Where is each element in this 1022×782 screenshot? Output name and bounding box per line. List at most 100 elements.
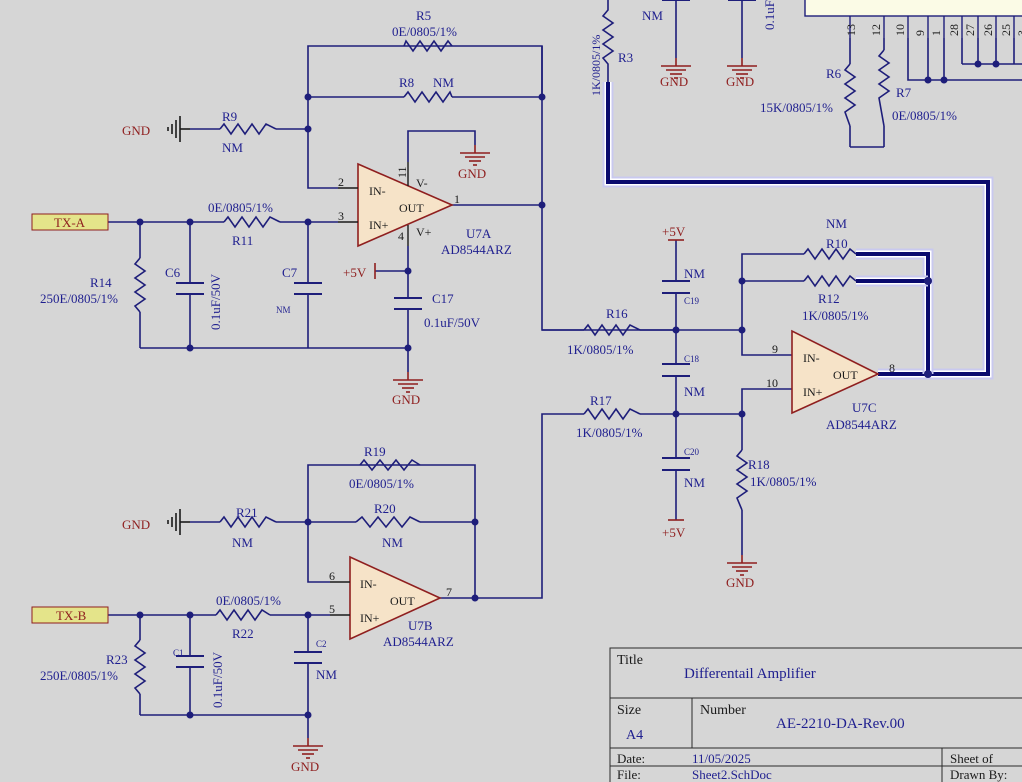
- u7a-ref: U7A: [466, 226, 492, 241]
- u7c-pin10: 10: [766, 376, 778, 390]
- u7c-value: AD8544ARZ: [826, 417, 897, 432]
- date-label: Date:: [617, 751, 645, 766]
- gnd-symbol-c17: [392, 371, 424, 393]
- gnd-label-r18: GND: [726, 575, 754, 590]
- c6-value: 0.1uF/50V: [208, 273, 223, 330]
- capacitors: [176, 0, 756, 668]
- conn-pin-label: 3: [1015, 30, 1022, 36]
- u7b-pin7: 7: [446, 585, 452, 599]
- port-txb[interactable]: [31, 606, 109, 624]
- r11-ref: R11: [232, 233, 253, 248]
- r12-value: 1K/0805/1%: [802, 308, 869, 323]
- c19-ref: C19: [684, 296, 700, 306]
- conn-pin-label: 25: [999, 24, 1013, 36]
- r7-body: [877, 49, 891, 127]
- c19-value: NM: [684, 266, 705, 281]
- junctions: [136, 60, 1000, 719]
- c6-ref: C6: [165, 265, 181, 280]
- r5-value: 0E/0805/1%: [392, 24, 457, 39]
- port-txa[interactable]: [31, 213, 109, 231]
- r9-body: [219, 122, 277, 136]
- size-label: Size: [617, 703, 641, 718]
- r17-body: [583, 407, 641, 421]
- file-label: File:: [617, 767, 641, 782]
- c17-ref: C17: [432, 291, 454, 306]
- conn-pin-label: 28: [947, 24, 961, 36]
- r11-body: [223, 215, 281, 229]
- r7-ref: R7: [896, 85, 912, 100]
- resistors: [133, 0, 891, 695]
- u7b-pin-out: OUT: [390, 594, 415, 608]
- u7a-pin-inp: IN+: [369, 218, 389, 232]
- r14-ref: R14: [90, 275, 112, 290]
- r14-value: 250E/0805/1%: [40, 291, 118, 306]
- u7c-pin9: 9: [772, 342, 778, 356]
- r6-value: 15K/0805/1%: [760, 100, 833, 115]
- gnd-label-bottom: GND: [291, 759, 319, 774]
- date-value: 11/05/2025: [692, 751, 751, 766]
- r10-body: [803, 247, 857, 261]
- c17-value: 0.1uF/50V: [424, 315, 481, 330]
- r8-body: [403, 90, 453, 104]
- connector-pins: 1091282726253: [893, 24, 1022, 36]
- u7a-pin4: 4: [398, 229, 404, 243]
- conn-pin-label: 1: [929, 30, 943, 36]
- r21-value: NM: [232, 535, 253, 550]
- c7-value: NM: [276, 305, 291, 315]
- opamp-u7a[interactable]: [338, 162, 455, 248]
- c1-value: 0.1uF/50V: [210, 651, 225, 708]
- top-cap-value: 0.1uF: [762, 0, 777, 30]
- conn-pin-label: 9: [913, 30, 927, 36]
- drawn-by-label: Drawn By:: [950, 767, 1007, 782]
- r19-ref: R19: [364, 444, 386, 459]
- c20-value: NM: [684, 475, 705, 490]
- size-value: A4: [626, 728, 643, 743]
- highlighted-net[interactable]: [602, 82, 994, 380]
- conn-pin13: 13: [844, 24, 858, 36]
- u7a-pin-out: OUT: [399, 201, 424, 215]
- u7a-pin-vp: V+: [416, 225, 432, 239]
- vcc-label-c20: +5V: [662, 525, 686, 540]
- u7a-pin-vm: V-: [416, 176, 428, 190]
- number-label: Number: [700, 703, 746, 718]
- top-nm-label: NM: [642, 8, 663, 23]
- r23-value: 250E/0805/1%: [40, 668, 118, 683]
- gnd-label-r9: GND: [122, 123, 150, 138]
- u7c-pin-inp: IN+: [803, 385, 823, 399]
- opamp-u7c[interactable]: [791, 329, 880, 415]
- gnd-label-c17: GND: [392, 392, 420, 407]
- r3-ref: R3: [618, 50, 633, 65]
- gnd-symbol-bottom: [292, 737, 324, 759]
- r20-ref: R20: [374, 501, 396, 516]
- u7a-pin3: 3: [338, 209, 344, 223]
- u7a-value: AD8544ARZ: [441, 242, 512, 257]
- u7c-pin-inm: IN-: [803, 351, 820, 365]
- r5-body: [403, 39, 453, 53]
- gnd-label-r21: GND: [122, 517, 150, 532]
- gnd-symbol-r18: [726, 554, 758, 576]
- title-block: [609, 647, 1022, 782]
- u7c-pin8: 8: [889, 361, 895, 375]
- r22-body: [215, 608, 271, 622]
- r22-value: 0E/0805/1%: [216, 593, 281, 608]
- r9-ref: R9: [222, 109, 237, 124]
- r12-body: [803, 274, 857, 288]
- u7b-ref: U7B: [408, 618, 433, 633]
- r16-ref: R16: [606, 306, 628, 321]
- opamp-u7b[interactable]: [330, 555, 442, 641]
- r19-body: [359, 458, 421, 472]
- gnd-label-top1: GND: [660, 74, 688, 89]
- c18-ref: C18: [684, 354, 700, 364]
- r18-value: 1K/0805/1%: [750, 474, 817, 489]
- conn-pin12: 12: [869, 24, 883, 36]
- r18-ref: R18: [748, 457, 770, 472]
- u7b-pin6: 6: [329, 569, 335, 583]
- u7a-pin-inm: IN-: [369, 184, 386, 198]
- r12-ref: R12: [818, 291, 840, 306]
- u7b-pin-inm: IN-: [360, 577, 377, 591]
- number-value: AE-2210-DA-Rev.00: [776, 716, 905, 732]
- r5-ref: R5: [416, 8, 431, 23]
- title-label: Title: [617, 653, 643, 668]
- r6-ref: R6: [826, 66, 842, 81]
